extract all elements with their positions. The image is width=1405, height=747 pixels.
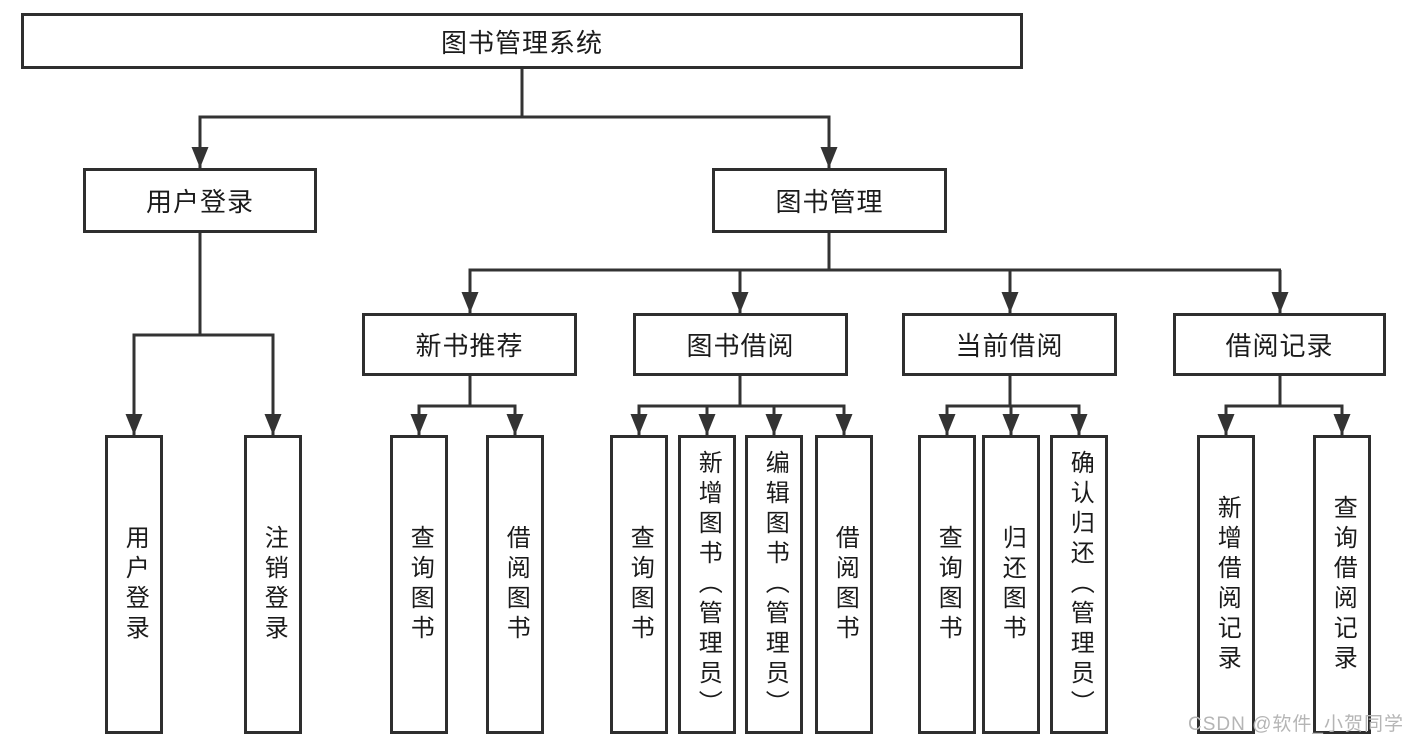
node-borrow-books-recommend: 借阅图书 (486, 435, 544, 734)
node-query-books-current: 查询图书 (918, 435, 976, 734)
node-label: 注销登录 (260, 524, 288, 645)
node-confirm-return-admin: 确认归还（管理员） (1050, 435, 1108, 734)
node-label: 借阅图书 (502, 524, 530, 645)
node-user-login-leaf: 用户登录 (105, 435, 163, 734)
node-label: 确认归还（管理员） (1066, 449, 1094, 720)
node-current-borrowing: 当前借阅 (902, 313, 1117, 376)
node-add-books-admin: 新增图书（管理员） (678, 435, 736, 734)
node-borrowing-records: 借阅记录 (1173, 313, 1386, 376)
node-book-borrowing: 图书借阅 (633, 313, 848, 376)
node-label: 查询图书 (406, 524, 434, 645)
node-add-borrow-record: 新增借阅记录 (1197, 435, 1255, 734)
node-borrow-books: 借阅图书 (815, 435, 873, 734)
node-label: 新增图书（管理员） (694, 449, 722, 720)
node-label: 图书借阅 (686, 331, 795, 361)
node-new-book-recommendation: 新书推荐 (362, 313, 577, 376)
node-label: 新书推荐 (415, 331, 524, 361)
node-label: 新增借阅记录 (1213, 494, 1241, 675)
node-query-books-recommend: 查询图书 (390, 435, 448, 734)
node-label: 查询图书 (626, 524, 654, 645)
node-label: 用户登录 (121, 524, 149, 645)
node-label: 查询图书 (934, 524, 962, 645)
node-return-books: 归还图书 (982, 435, 1040, 734)
node-label: 借阅记录 (1225, 331, 1334, 361)
node-label: 借阅图书 (831, 524, 859, 645)
node-label: 图书管理 (775, 187, 884, 217)
node-label: 用户登录 (145, 187, 254, 217)
node-label: 归还图书 (998, 524, 1026, 645)
node-user-login: 用户登录 (83, 168, 317, 233)
node-library-management-system: 图书管理系统 (21, 13, 1023, 69)
node-logout: 注销登录 (244, 435, 302, 734)
node-label: 当前借阅 (955, 331, 1064, 361)
node-edit-books-admin: 编辑图书（管理员） (745, 435, 803, 734)
csdn-watermark: CSDN @软件_小贺同学 (1188, 714, 1404, 735)
node-label: 编辑图书（管理员） (761, 449, 789, 720)
node-book-management: 图书管理 (712, 168, 947, 233)
node-label: 查询借阅记录 (1329, 494, 1357, 675)
node-label: 图书管理系统 (440, 27, 603, 58)
node-query-books-borrowing: 查询图书 (610, 435, 668, 734)
node-query-borrow-record: 查询借阅记录 (1313, 435, 1371, 734)
